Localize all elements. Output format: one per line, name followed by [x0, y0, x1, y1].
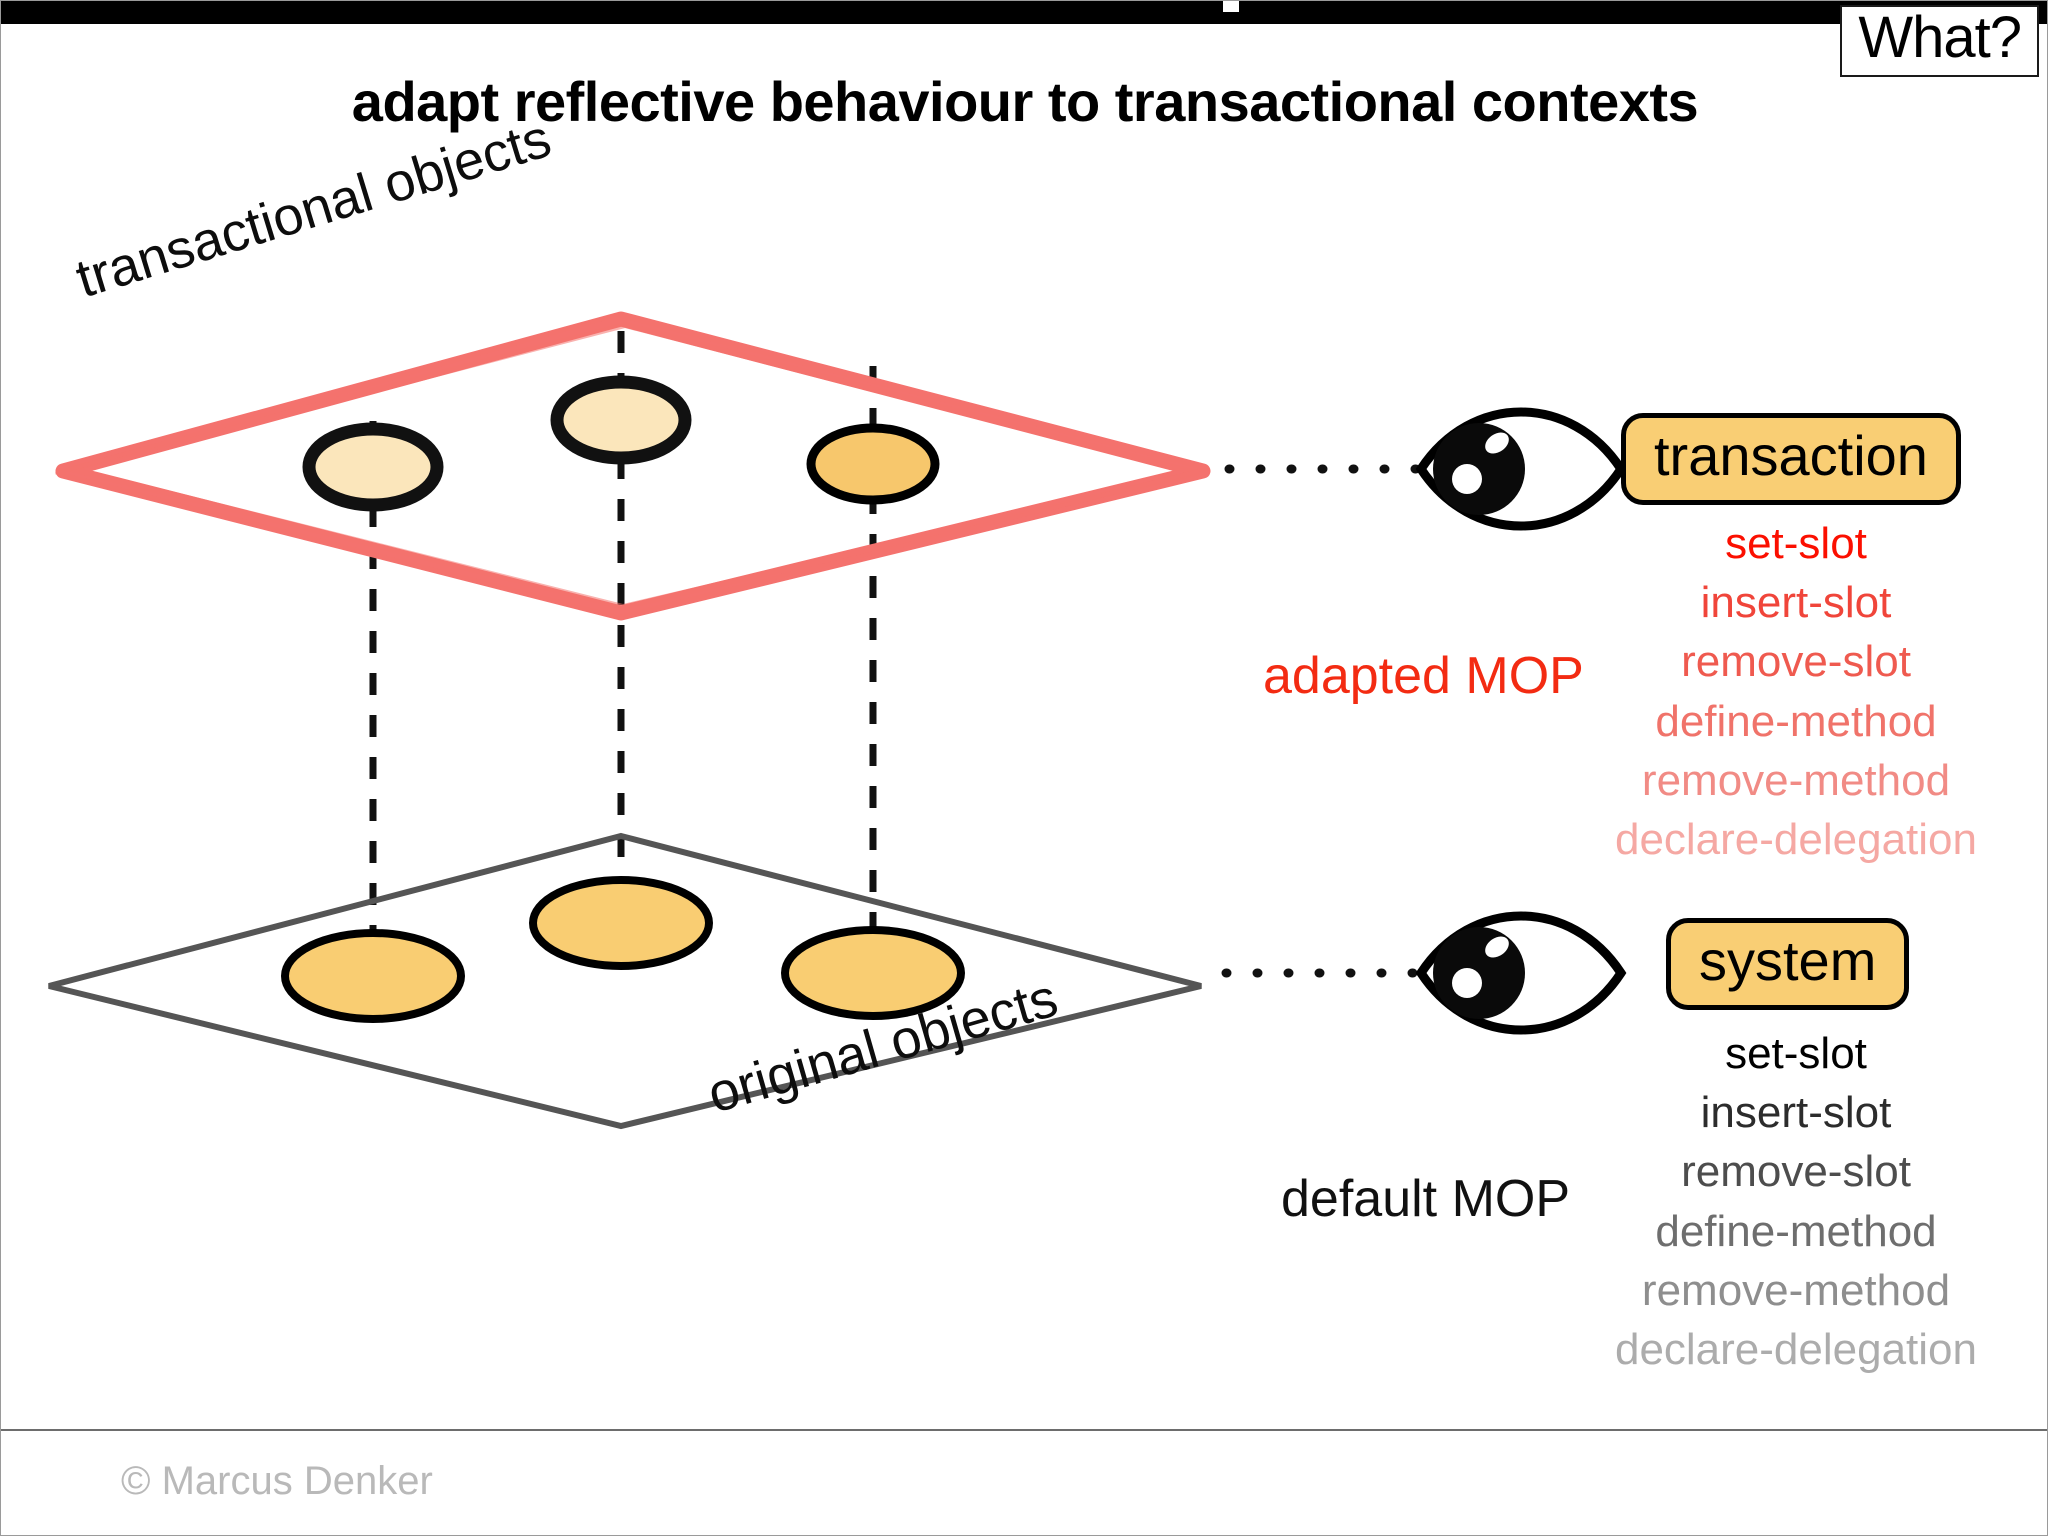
original-object-2 — [529, 876, 713, 970]
default-mop-caption: default MOP — [1281, 1170, 1571, 1228]
plane-connectors — [369, 331, 877, 976]
transactional-objects-plane — [55, 311, 1211, 621]
adapted-mop-list: set-slot insert-slot remove-slot define-met… — [1561, 519, 2031, 876]
eye-icon-system — [1415, 911, 1627, 1035]
mop-item: declare-delegation — [1614, 1324, 1978, 1374]
mop-item: define-method — [1655, 696, 1937, 746]
mop-item: remove-slot — [1681, 637, 1911, 687]
copyright-credit: © Marcus Denker — [121, 1459, 433, 1503]
original-objects-group — [281, 876, 965, 1023]
transactional-objects-label: transactional objects — [69, 108, 558, 310]
top-black-bar — [1, 1, 2047, 24]
mop-item: insert-slot — [1700, 1088, 1892, 1138]
what-badge: What? — [1840, 5, 2039, 77]
mop-item: remove-method — [1641, 755, 1951, 805]
eye-icon-transaction — [1415, 407, 1627, 531]
page-title: adapt reflective behaviour to transactio… — [351, 70, 1699, 133]
original-objects-label: original objects — [701, 967, 1065, 1125]
transactional-object-3 — [806, 423, 940, 505]
transactional-objects-group — [302, 375, 940, 512]
transaction-capsule[interactable]: transaction — [1621, 413, 1961, 505]
mop-item: set-slot — [1725, 519, 1867, 568]
adapted-mop-caption: adapted MOP — [1263, 647, 1584, 705]
default-mop-list: set-slot insert-slot remove-slot define-met… — [1561, 1029, 2031, 1386]
top-bar-notch — [1223, 1, 1239, 12]
system-capsule[interactable]: system — [1666, 918, 1910, 1010]
mop-item: remove-slot — [1681, 1147, 1911, 1197]
transactional-object-1 — [302, 422, 444, 512]
original-object-1 — [281, 929, 465, 1023]
footer-divider — [1, 1429, 2047, 1431]
mop-item: define-method — [1655, 1206, 1937, 1256]
mop-item: insert-slot — [1700, 578, 1892, 628]
mop-item: declare-delegation — [1614, 814, 1978, 864]
transactional-object-2 — [550, 375, 692, 465]
mop-item: set-slot — [1725, 1029, 1867, 1078]
mop-item: remove-method — [1641, 1265, 1951, 1315]
